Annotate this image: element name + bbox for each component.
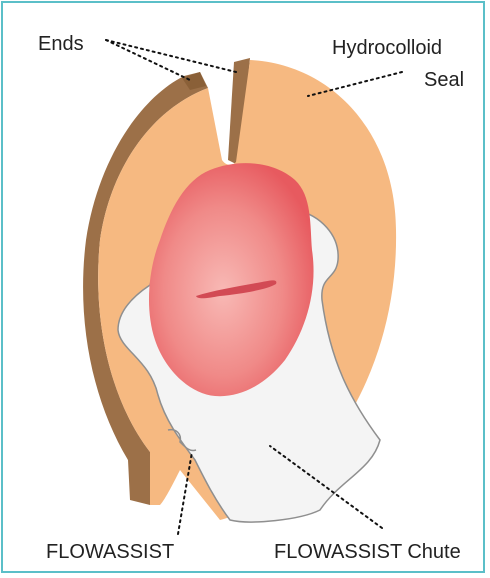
- ends-leader-line-right: [106, 40, 236, 72]
- label-seal: Seal: [424, 70, 464, 90]
- ends-leader-line-left: [106, 40, 190, 80]
- label-flowassist-chute: FLOWASSIST Chute: [274, 542, 461, 562]
- label-ends: Ends: [38, 34, 84, 54]
- label-flowassist: FLOWASSIST: [46, 542, 174, 562]
- label-hydrocolloid: Hydrocolloid: [332, 38, 442, 58]
